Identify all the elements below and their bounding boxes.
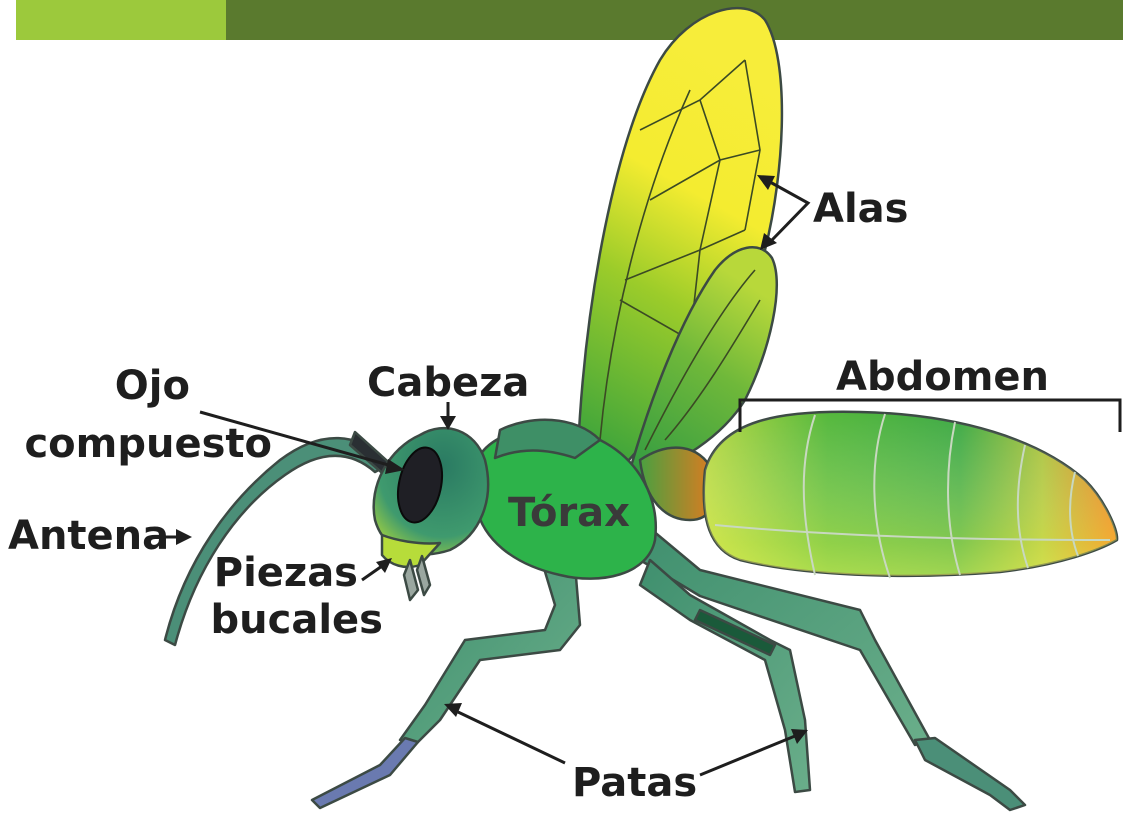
head bbox=[374, 428, 488, 600]
abdomen bbox=[704, 412, 1117, 578]
label-antena: Antena bbox=[8, 513, 169, 559]
label-cabeza: Cabeza bbox=[367, 360, 529, 406]
label-alas: Alas bbox=[813, 186, 908, 232]
banner-accent bbox=[16, 0, 226, 40]
label-torax: Tórax bbox=[508, 490, 630, 536]
label-piezas: Piezas bbox=[214, 550, 358, 596]
banner-bar bbox=[226, 0, 1123, 40]
label-compuesto: compuesto bbox=[24, 421, 272, 467]
label-bucales: bucales bbox=[211, 597, 383, 643]
label-abdomen: Abdomen bbox=[836, 354, 1049, 400]
label-patas: Patas bbox=[572, 760, 697, 806]
label-ojo: Ojo bbox=[115, 363, 190, 409]
